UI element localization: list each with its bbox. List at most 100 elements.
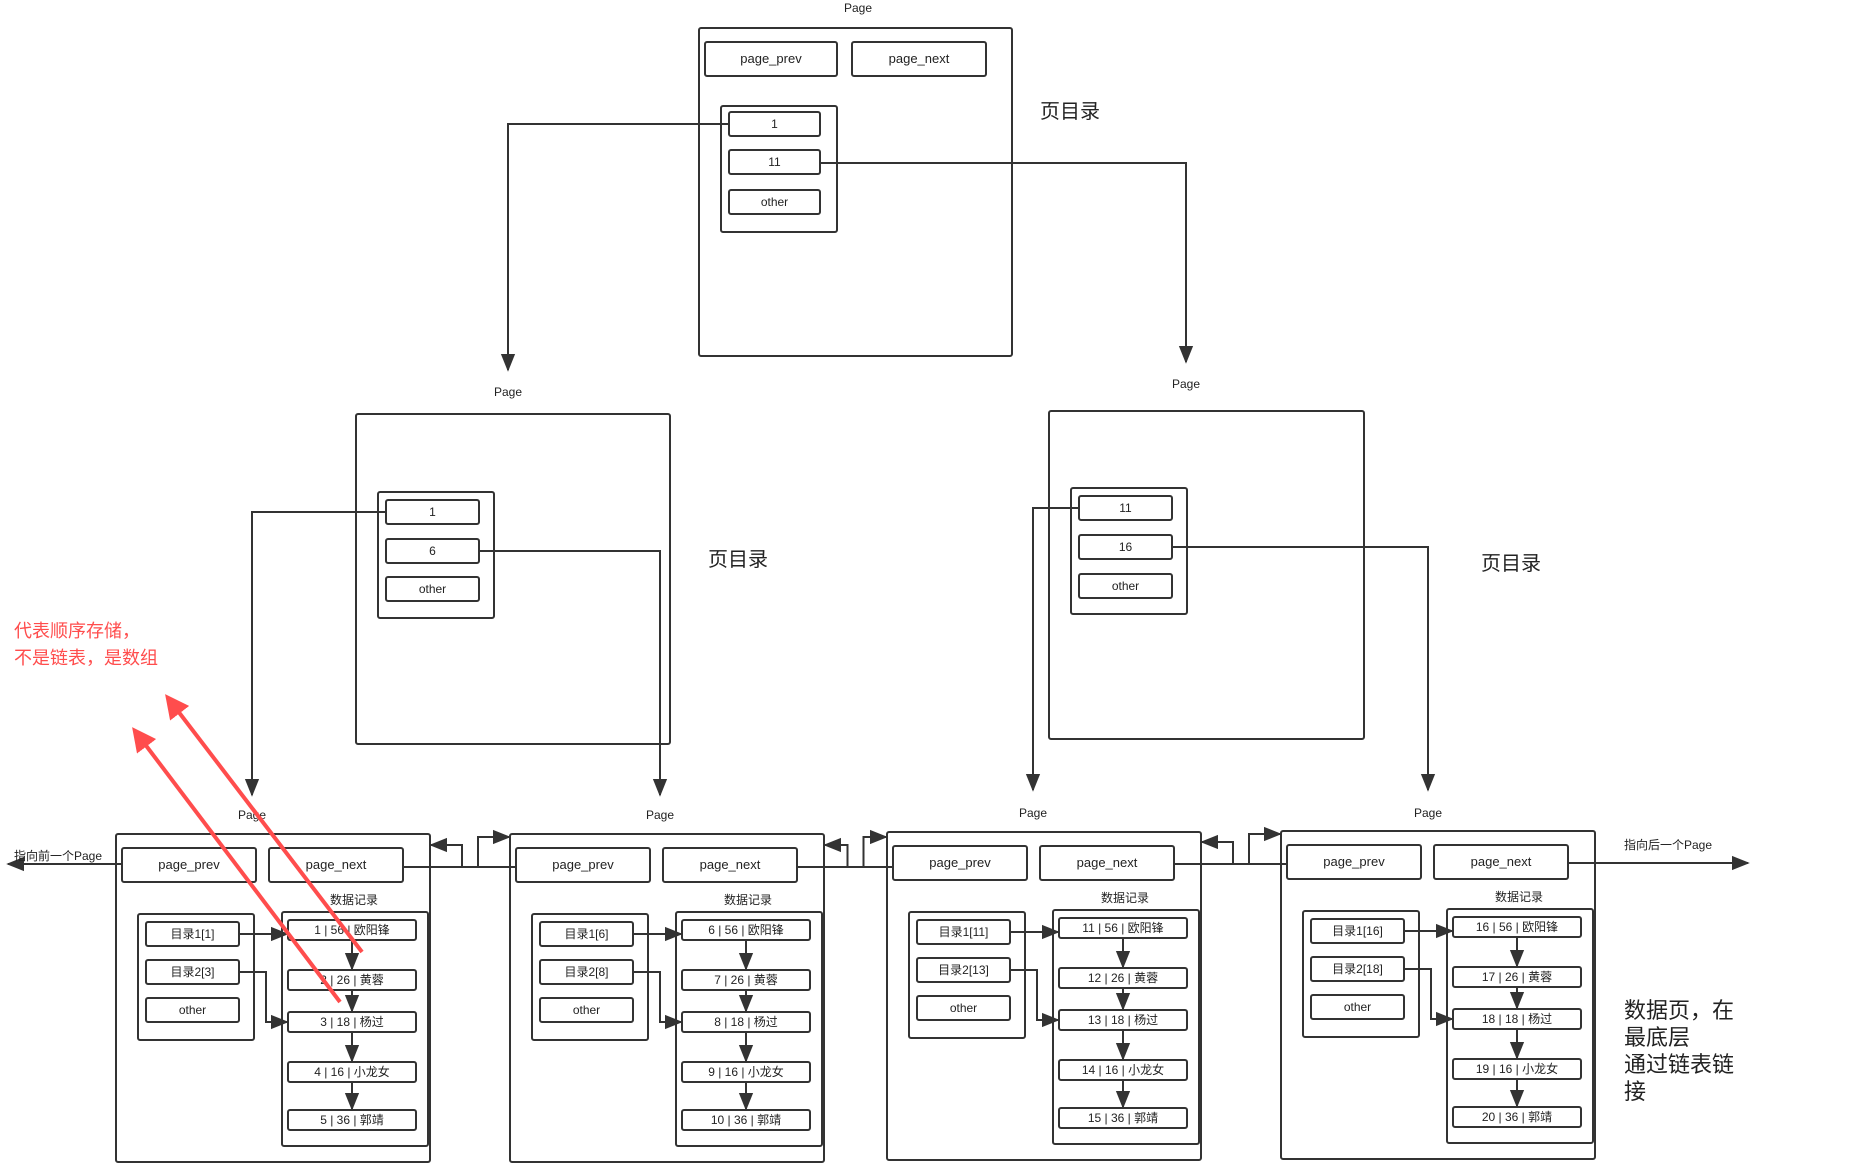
leaf-page-title: Page	[646, 808, 674, 822]
root-page-directory-label: 页目录	[1040, 101, 1100, 123]
root-page-prev-label: page_prev	[740, 51, 802, 66]
mid-to-leaf-arrow	[479, 550, 668, 797]
data-page-note-line: 接	[1624, 1079, 1646, 1104]
data-page-note-line: 最底层	[1624, 1025, 1690, 1050]
root-dir-entry-label: 11	[768, 155, 781, 169]
next-page-link-arrow	[1174, 826, 1282, 865]
leaf-record-label: 16 | 56 | 欧阳锋	[1476, 920, 1558, 934]
data-records-label: 数据记录	[330, 892, 378, 907]
leaf-record-label: 3 | 18 | 杨过	[320, 1014, 384, 1029]
annotation-line-1: 代表顺序存储，	[14, 621, 140, 641]
leaf-dir-entry-label: 目录2[18]	[1332, 962, 1383, 976]
mid-dir-entry	[1078, 573, 1173, 599]
leaf-page-prev-label: page_prev	[929, 855, 991, 870]
leaf-record-label: 7 | 26 | 黄蓉	[714, 973, 778, 987]
mid-to-leaf-arrow	[244, 511, 386, 797]
leaf-page-prev	[892, 845, 1028, 881]
mid-page-directory-label: 页目录	[1481, 553, 1541, 575]
root-dir-entry-label: other	[761, 195, 788, 209]
mid-page-title: Page	[494, 385, 522, 399]
leaf-record-label: 4 | 16 | 小龙女	[314, 1064, 390, 1079]
leaf-record-label: 19 | 16 | 小龙女	[1476, 1061, 1558, 1076]
root-page-next	[851, 41, 987, 77]
mid-dir-entry	[385, 576, 480, 602]
data-page-note-line: 数据页，在	[1624, 998, 1734, 1023]
leaf-dir-entry	[539, 997, 634, 1023]
mid-page-title: Page	[1172, 377, 1200, 391]
leaf-record-label: 1 | 56 | 欧阳锋	[314, 923, 390, 937]
leaf-record-label: 15 | 36 | 郭靖	[1088, 1111, 1158, 1125]
leaf-page-title: Page	[1414, 806, 1442, 820]
leaf-page-next-label: page_next	[306, 857, 367, 872]
next-page-link-arrow	[797, 829, 888, 868]
leaf-record-label: 10 | 36 | 郭靖	[711, 1113, 781, 1127]
mid-dir-entry-label: other	[1112, 579, 1139, 593]
leaf-page-prev	[1286, 844, 1422, 880]
dir-to-record-arrow	[239, 971, 289, 1030]
leaf-record-label: 13 | 18 | 杨过	[1088, 1012, 1158, 1027]
leaf-record-label: 2 | 26 | 黄蓉	[320, 973, 384, 987]
root-to-mid-right-arrow	[820, 162, 1194, 364]
leaf-page-title: Page	[1019, 806, 1047, 820]
data-records-label: 数据记录	[1495, 889, 1543, 904]
leaf-dir-entry-label: 目录2[8]	[564, 965, 608, 979]
data-records-label: 数据记录	[1101, 890, 1149, 905]
leaf-dir-entry-label: 目录1[16]	[1332, 924, 1383, 938]
root-dir-entry	[728, 189, 821, 215]
prev-page-link-arrow	[823, 837, 893, 868]
prev-page-link-arrow	[429, 837, 516, 868]
mid-to-leaf-arrow	[1025, 507, 1079, 792]
leaf-page-prev-label: page_prev	[552, 857, 614, 872]
leaf-record-label: 18 | 18 | 杨过	[1482, 1011, 1552, 1026]
leaf-page-next-label: page_next	[1077, 855, 1138, 870]
root-page-title: Page	[844, 1, 872, 15]
leaf-dir-entry-label: 目录1[1]	[170, 927, 214, 941]
leaf-record-label: 5 | 36 | 郭靖	[320, 1113, 384, 1127]
leaf-dir-entry-label: other	[179, 1003, 206, 1017]
annotation-arrow	[132, 727, 342, 1004]
annotation-arrow	[165, 694, 364, 954]
leaf-record-label: 12 | 26 | 黄蓉	[1088, 971, 1158, 985]
leaf-page-next-label: page_next	[700, 857, 761, 872]
leaf-page-next-label: page_next	[1471, 854, 1532, 869]
next-page-pointer-label: 指向后一个Page	[1624, 837, 1712, 852]
root-to-mid-left-arrow	[500, 123, 729, 372]
leaf-dir-entry-label: 目录2[13]	[938, 963, 989, 977]
root-page-next-label: page_next	[889, 51, 950, 66]
leaf-page-prev	[515, 847, 651, 883]
leaf-dir-entry	[916, 995, 1011, 1021]
next-page-link-arrow	[403, 829, 511, 868]
leaf-record-label: 11 | 56 | 欧阳锋	[1082, 921, 1163, 935]
mid-dir-entry-label: 6	[429, 544, 436, 558]
leaf-record-label: 6 | 56 | 欧阳锋	[708, 923, 784, 937]
mid-dir-entry-label: other	[419, 582, 446, 596]
leaf-dir-entry-label: other	[573, 1003, 600, 1017]
dir-to-record-arrow	[1010, 969, 1060, 1028]
data-page-note-line: 通过链表链	[1624, 1052, 1734, 1077]
leaf-record-label: 20 | 36 | 郭靖	[1482, 1110, 1552, 1124]
leaf-dir-entry-label: other	[1344, 1000, 1371, 1014]
leaf-record-label: 14 | 16 | 小龙女	[1082, 1062, 1164, 1077]
leaf-page-prev-label: page_prev	[1323, 854, 1385, 869]
leaf-dir-entry	[145, 997, 240, 1023]
mid-dir-entry-label: 11	[1119, 501, 1132, 515]
dir-to-record-arrow	[633, 971, 683, 1030]
leaf-dir-entry	[1310, 994, 1405, 1020]
leaf-dir-entry-label: other	[950, 1001, 977, 1015]
leaf-page-prev-label: page_prev	[158, 857, 220, 872]
data-records-label: 数据记录	[724, 892, 772, 907]
prev-page-pointer-label: 指向前一个Page	[14, 848, 102, 863]
annotation-line-2: 不是链表，是数组	[14, 648, 158, 668]
dir-to-record-arrow	[1404, 968, 1454, 1027]
root-page-prev	[704, 41, 838, 77]
mid-dir-entry-label: 1	[429, 505, 436, 519]
root-dir-entry-label: 1	[771, 117, 778, 131]
mid-to-leaf-arrow	[1172, 546, 1436, 792]
leaf-page-next	[662, 847, 798, 883]
leaf-record-label: 9 | 16 | 小龙女	[708, 1064, 784, 1079]
leaf-dir-entry-label: 目录2[3]	[170, 965, 214, 979]
leaf-record-label: 17 | 26 | 黄蓉	[1482, 970, 1552, 984]
prev-page-link-arrow	[1200, 834, 1287, 865]
mid-page-directory-label: 页目录	[708, 549, 768, 571]
mid-dir-entry-label: 16	[1119, 540, 1133, 554]
